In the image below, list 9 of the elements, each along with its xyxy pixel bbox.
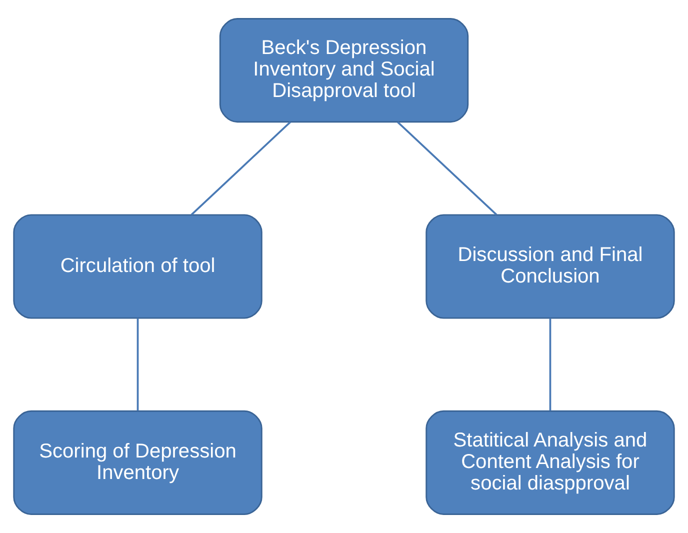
- connector: [397, 121, 498, 216]
- node-box: Beck's Depression Inventory and Social Disapproval tool: [219, 18, 469, 123]
- node-box: Circulation of tool: [13, 214, 262, 319]
- node-box: Scoring of Depression Inventory: [13, 410, 262, 515]
- connector: [190, 121, 291, 216]
- connector: [549, 318, 552, 411]
- node-box: Discussion and Final Conclusion: [426, 214, 675, 319]
- connector: [136, 318, 139, 411]
- node-box: Statitical Analysis and Content Analysis for social diaspproval: [426, 410, 675, 515]
